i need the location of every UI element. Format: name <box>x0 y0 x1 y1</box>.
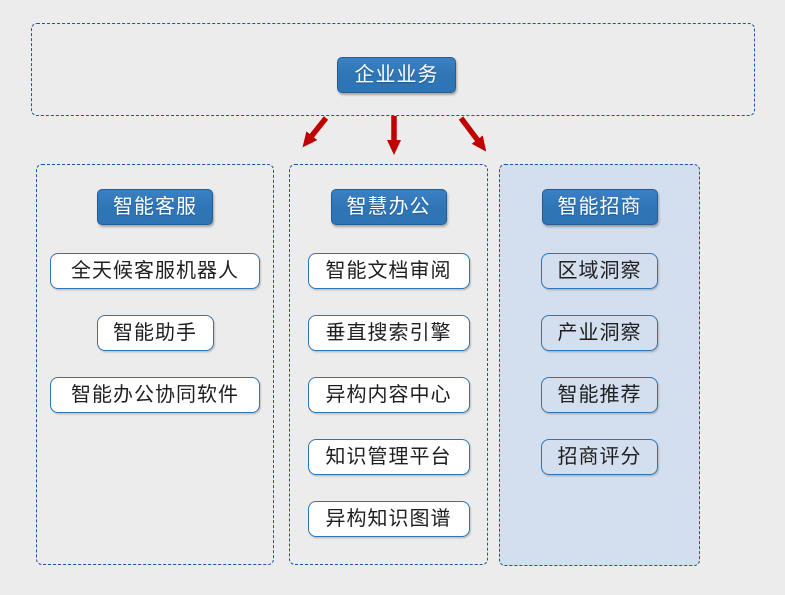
arrow-to-smart-customer-service <box>302 116 329 148</box>
node-office-collab-software: 智能办公协同软件 <box>50 377 260 413</box>
group-smart-office: 智慧办公 智能文档审阅 垂直搜索引擎 异构内容中心 知识管理平台 异构知识图谱 <box>289 164 488 565</box>
branch-arrows <box>302 116 487 155</box>
group-header-smart-office: 智慧办公 <box>330 189 447 225</box>
root-node: 企业业务 <box>337 57 456 93</box>
node-industry-insight: 产业洞察 <box>541 315 658 351</box>
arrow-to-smart-investment <box>458 116 487 152</box>
group-smart-customer-service: 智能客服 全天候客服机器人 智能助手 智能办公协同软件 <box>36 164 274 565</box>
group-smart-investment: 智能招商 区域洞察 产业洞察 智能推荐 招商评分 <box>499 164 700 566</box>
node-smart-recommendation: 智能推荐 <box>541 377 658 413</box>
node-content-center: 异构内容中心 <box>307 377 470 413</box>
node-knowledge-platform: 知识管理平台 <box>307 439 470 475</box>
group-header-smart-customer-service: 智能客服 <box>97 189 213 225</box>
node-smart-assistant: 智能助手 <box>96 315 214 351</box>
group-header-smart-investment: 智能招商 <box>541 189 658 225</box>
node-regional-insight: 区域洞察 <box>541 253 658 289</box>
node-vertical-search: 垂直搜索引擎 <box>307 315 470 351</box>
node-24h-service-robot: 全天候客服机器人 <box>50 253 260 289</box>
node-knowledge-graph: 异构知识图谱 <box>307 501 470 537</box>
node-investment-scoring: 招商评分 <box>541 439 658 475</box>
node-doc-review: 智能文档审阅 <box>307 253 470 289</box>
root-group-frame <box>31 23 755 116</box>
